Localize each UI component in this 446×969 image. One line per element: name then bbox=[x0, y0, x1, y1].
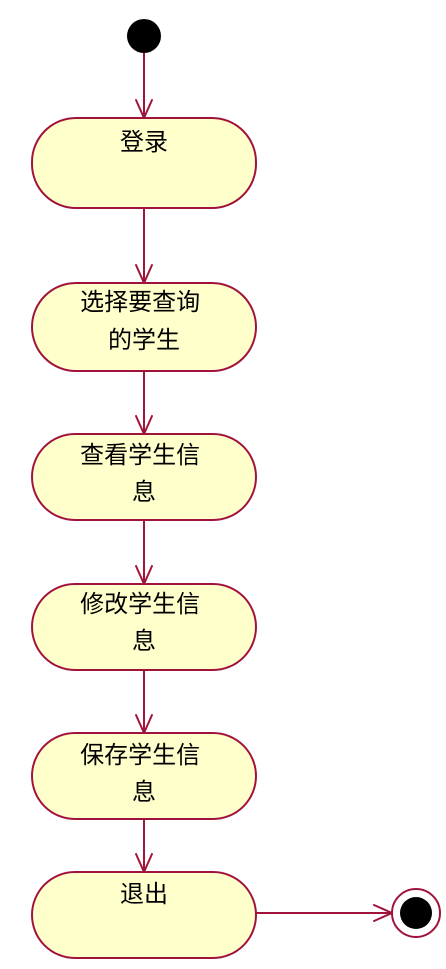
activity-login-label: 登录 bbox=[120, 128, 168, 156]
initial-node bbox=[127, 19, 161, 53]
activity-logout[interactable] bbox=[31, 871, 257, 959]
activity-select-student-label: 选择要查询 的学生 bbox=[80, 288, 208, 354]
activity-label-line: 保存学生信 bbox=[80, 741, 200, 769]
final-node-core bbox=[400, 897, 432, 929]
activity-label-line: 的学生 bbox=[108, 326, 180, 354]
activity-view-info-label: 查看学生信 息 bbox=[80, 441, 208, 506]
activity-label-line: 修改学生信 bbox=[80, 590, 200, 618]
activity-label-line: 登录 bbox=[120, 128, 168, 156]
final-node bbox=[391, 888, 441, 938]
activity-label-line: 息 bbox=[132, 478, 156, 506]
activity-label-line: 退出 bbox=[120, 880, 168, 908]
activity-logout-label: 退出 bbox=[120, 880, 168, 908]
activity-label-line: 查看学生信 bbox=[80, 441, 200, 469]
activity-label-line: 息 bbox=[132, 627, 156, 655]
activity-modify-info-label: 修改学生信 息 bbox=[80, 590, 208, 655]
activity-label-line: 息 bbox=[132, 778, 156, 806]
activity-label-line: 选择要查询 bbox=[80, 288, 200, 316]
activity-save-info-label: 保存学生信 息 bbox=[80, 741, 208, 806]
